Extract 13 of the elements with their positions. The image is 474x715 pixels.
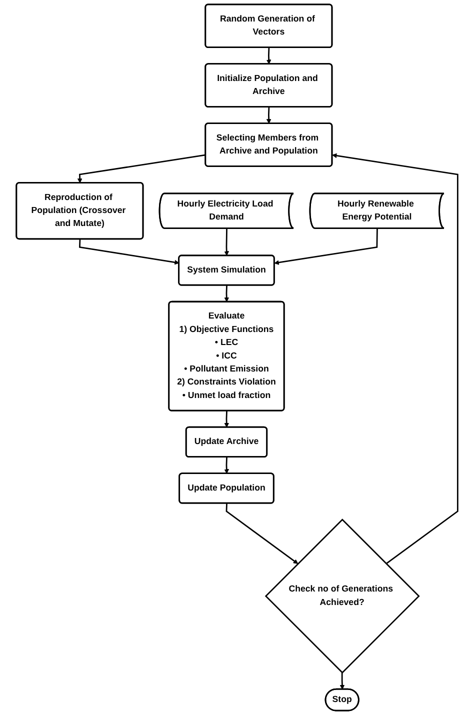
- arrow: [266, 107, 272, 124]
- arrow: [78, 239, 180, 265]
- arrow: [274, 228, 378, 265]
- arrow: [224, 457, 229, 474]
- arrow: [224, 410, 229, 428]
- arrow: [226, 503, 298, 564]
- arrow: [332, 153, 458, 564]
- arrow: [224, 285, 229, 302]
- arrow: [224, 228, 229, 256]
- arrow: [340, 672, 345, 690]
- arrow: [266, 48, 272, 64]
- node-diamond: Check no of Generations Achieved?: [264, 518, 420, 674]
- arrow: [77, 154, 206, 184]
